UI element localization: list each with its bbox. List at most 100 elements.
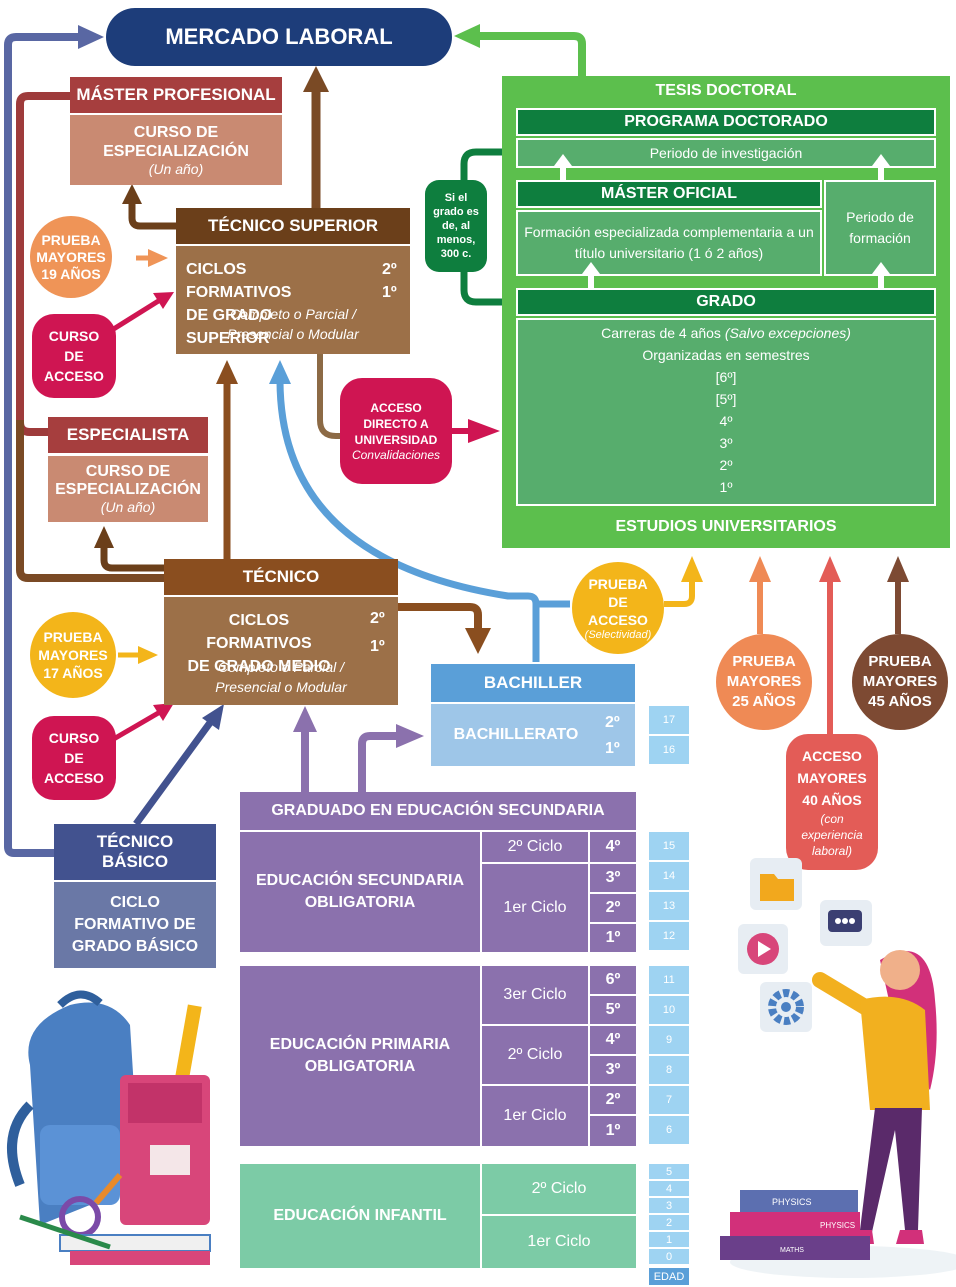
age-3: 3 — [649, 1198, 689, 1213]
tecnico-superior-year1: 1º — [382, 284, 397, 301]
eso-year-4-label: 4º — [605, 838, 621, 855]
especialista-note: (Un año) — [100, 499, 156, 515]
curso-acceso-medio-label: CURSO DE ACCESO — [44, 730, 104, 786]
estudios-universitarios-label: ESTUDIOS UNIVERSITARIOS — [615, 518, 837, 535]
acceso-directo-label: ACCESO DIRECTO A UNIVERSIDAD — [354, 401, 438, 447]
grado-year-4: 4º — [719, 413, 733, 429]
infantil-title: EDUCACIÓN INFANTIL — [240, 1164, 480, 1268]
si-grado-label: Si el grado es de, al menos, 300 c. — [433, 192, 479, 260]
prueba-mayores-25: PRUEBA MAYORES 25 AÑOS — [716, 634, 812, 730]
grado-year-6: [6º] — [715, 369, 737, 385]
tecnico-line2: DE GRADO MEDIO — [187, 658, 331, 675]
prueba-mayores-25-label: PRUEBA MAYORES 25 AÑOS — [726, 653, 802, 710]
master-profesional-box: CURSO DE ESPECIALIZACIÓN (Un año) — [70, 115, 282, 185]
age-8: 8 — [649, 1056, 689, 1084]
age-10: 10 — [649, 996, 689, 1024]
prueba-acceso-label: PRUEBA DE ACCESO — [588, 576, 648, 628]
grado-year-2: 2º — [719, 457, 733, 473]
tecnico-basico-body: CICLO FORMATIVO DE GRADO BÁSICO — [71, 894, 199, 955]
periodo-formacion: Periodo de formación — [824, 180, 936, 276]
acceso-directo-note: Convalidaciones — [351, 448, 441, 462]
eso-ciclo-1-label: 1er Ciclo — [503, 899, 567, 916]
grado-label: GRADO — [696, 293, 756, 310]
periodo-formacion-label: Periodo de formación — [846, 209, 914, 246]
primaria-ciclo-3-label: 3er Ciclo — [503, 986, 567, 1003]
age-14-label: 14 — [662, 870, 676, 882]
primaria-ciclo-2: 2º Ciclo — [482, 1026, 588, 1084]
edad-label-text: EDAD — [653, 1270, 685, 1283]
eso-ciclo-2-label: 2º Ciclo — [507, 838, 563, 855]
tecnico-year1: 1º — [370, 638, 385, 655]
primaria-year-3-label: 3º — [605, 1061, 621, 1078]
age-17-label: 17 — [662, 714, 676, 726]
eso-title: EDUCACIÓN SECUNDARIA OBLIGATORIA — [240, 832, 480, 952]
tecnico-basico-title: TÉCNICO BÁSICO — [54, 824, 216, 880]
age-5-label: 5 — [665, 1165, 673, 1178]
eso-year-1-label: 1º — [605, 929, 621, 946]
age-16: 16 — [649, 736, 689, 764]
age-13-label: 13 — [662, 900, 676, 912]
graduado-secundaria: GRADUADO EN EDUCACIÓN SECUNDARIA — [240, 792, 636, 830]
master-oficial-body-label: Formación especializada complementaria a… — [524, 224, 814, 261]
play-icon — [738, 924, 788, 974]
age-1: 1 — [649, 1232, 689, 1247]
tecnico-superior-line2: DE GRADO SUPERIOR — [186, 307, 273, 347]
prueba-acceso-selectividad: PRUEBA DE ACCESO (Selectividad) — [572, 562, 664, 654]
grado-body: Carreras de 4 años (Salvo excepciones) O… — [516, 318, 936, 506]
age-6: 6 — [649, 1116, 689, 1144]
grado-organizadas: Organizadas en semestres — [642, 347, 810, 363]
infantil-ciclo-1-label: 1er Ciclo — [527, 1233, 591, 1250]
grado-year-5: [5º] — [715, 391, 737, 407]
age-14: 14 — [649, 862, 689, 890]
age-16-label: 16 — [662, 744, 676, 756]
age-7: 7 — [649, 1086, 689, 1114]
age-4-label: 4 — [665, 1182, 673, 1195]
primaria-year-5-label: 5º — [605, 1001, 621, 1018]
master-profesional-title: MÁSTER PROFESIONAL — [70, 77, 282, 113]
prueba-mayores-45-label: PRUEBA MAYORES 45 AÑOS — [862, 653, 938, 710]
age-9-label: 9 — [665, 1034, 673, 1046]
grado-year-1: 1º — [719, 479, 733, 495]
age-4: 4 — [649, 1181, 689, 1196]
especialista-title: ESPECIALISTA — [48, 417, 208, 453]
tecnico-box: CICLOS FORMATIVOS DE GRADO MEDIO 2º 1º C… — [164, 597, 398, 705]
tecnico-title: TÉCNICO — [164, 559, 398, 595]
age-6-label: 6 — [665, 1124, 673, 1136]
master-profesional-label: MÁSTER PROFESIONAL — [76, 85, 276, 104]
gear-icon — [760, 982, 812, 1032]
primaria-year-4-label: 4º — [605, 1031, 621, 1048]
master-profesional-note: (Un año) — [148, 161, 204, 177]
prueba-mayores-19: PRUEBA MAYORES 19 AÑOS — [30, 216, 112, 298]
tesis-doctoral-label: TESIS DOCTORAL — [655, 82, 797, 99]
master-profesional-body: CURSO DE ESPECIALIZACIÓN — [103, 124, 249, 160]
uni-up-arrows — [554, 154, 890, 290]
tecnico-superior-note2: Presencial o Modular — [227, 326, 359, 342]
age-10-label: 10 — [662, 1004, 676, 1016]
tecnico-label: TÉCNICO — [242, 567, 320, 586]
bachillerato-year2: 2º — [605, 714, 620, 731]
graduado-label: GRADUADO EN EDUCACIÓN SECUNDARIA — [271, 802, 605, 819]
age-11: 11 — [649, 966, 689, 994]
age-12: 12 — [649, 922, 689, 950]
primaria-year-3: 3º — [590, 1056, 636, 1084]
eso-year-3-label: 3º — [605, 869, 621, 886]
tecnico-basico-box: CICLO FORMATIVO DE GRADO BÁSICO — [54, 882, 216, 968]
age-9: 9 — [649, 1026, 689, 1054]
prueba-acceso-note: (Selectividad) — [584, 629, 652, 641]
especialista-box: CURSO DE ESPECIALIZACIÓN (Un año) — [48, 456, 208, 522]
backpack-illustration — [7, 990, 211, 1265]
primaria-year-5: 5º — [590, 996, 636, 1024]
tecnico-superior-label: TÉCNICO SUPERIOR — [207, 216, 379, 235]
bachillerato-year1: 1º — [605, 740, 620, 757]
mercado-laboral: MERCADO LABORAL — [106, 8, 452, 66]
age-15-label: 15 — [662, 840, 676, 852]
tecnico-superior-note1: Completo o Parcial / — [229, 306, 357, 322]
bachiller-title: BACHILLER — [431, 664, 635, 702]
eso-year-2: 2º — [590, 894, 636, 922]
programa-doctorado-label: PROGRAMA DOCTORADO — [624, 113, 828, 130]
woman-illustration: PHYSICS PHYSICS MATHS — [720, 858, 956, 1278]
book-label-1: PHYSICS — [772, 1197, 812, 1207]
prueba-mayores-19-label: PRUEBA MAYORES 19 AÑOS — [36, 231, 106, 282]
acceso-mayores-40: ACCESO MAYORES 40 AÑOS (con experiencia … — [786, 734, 878, 870]
bachillerato-label: BACHILLERATO — [453, 726, 579, 743]
